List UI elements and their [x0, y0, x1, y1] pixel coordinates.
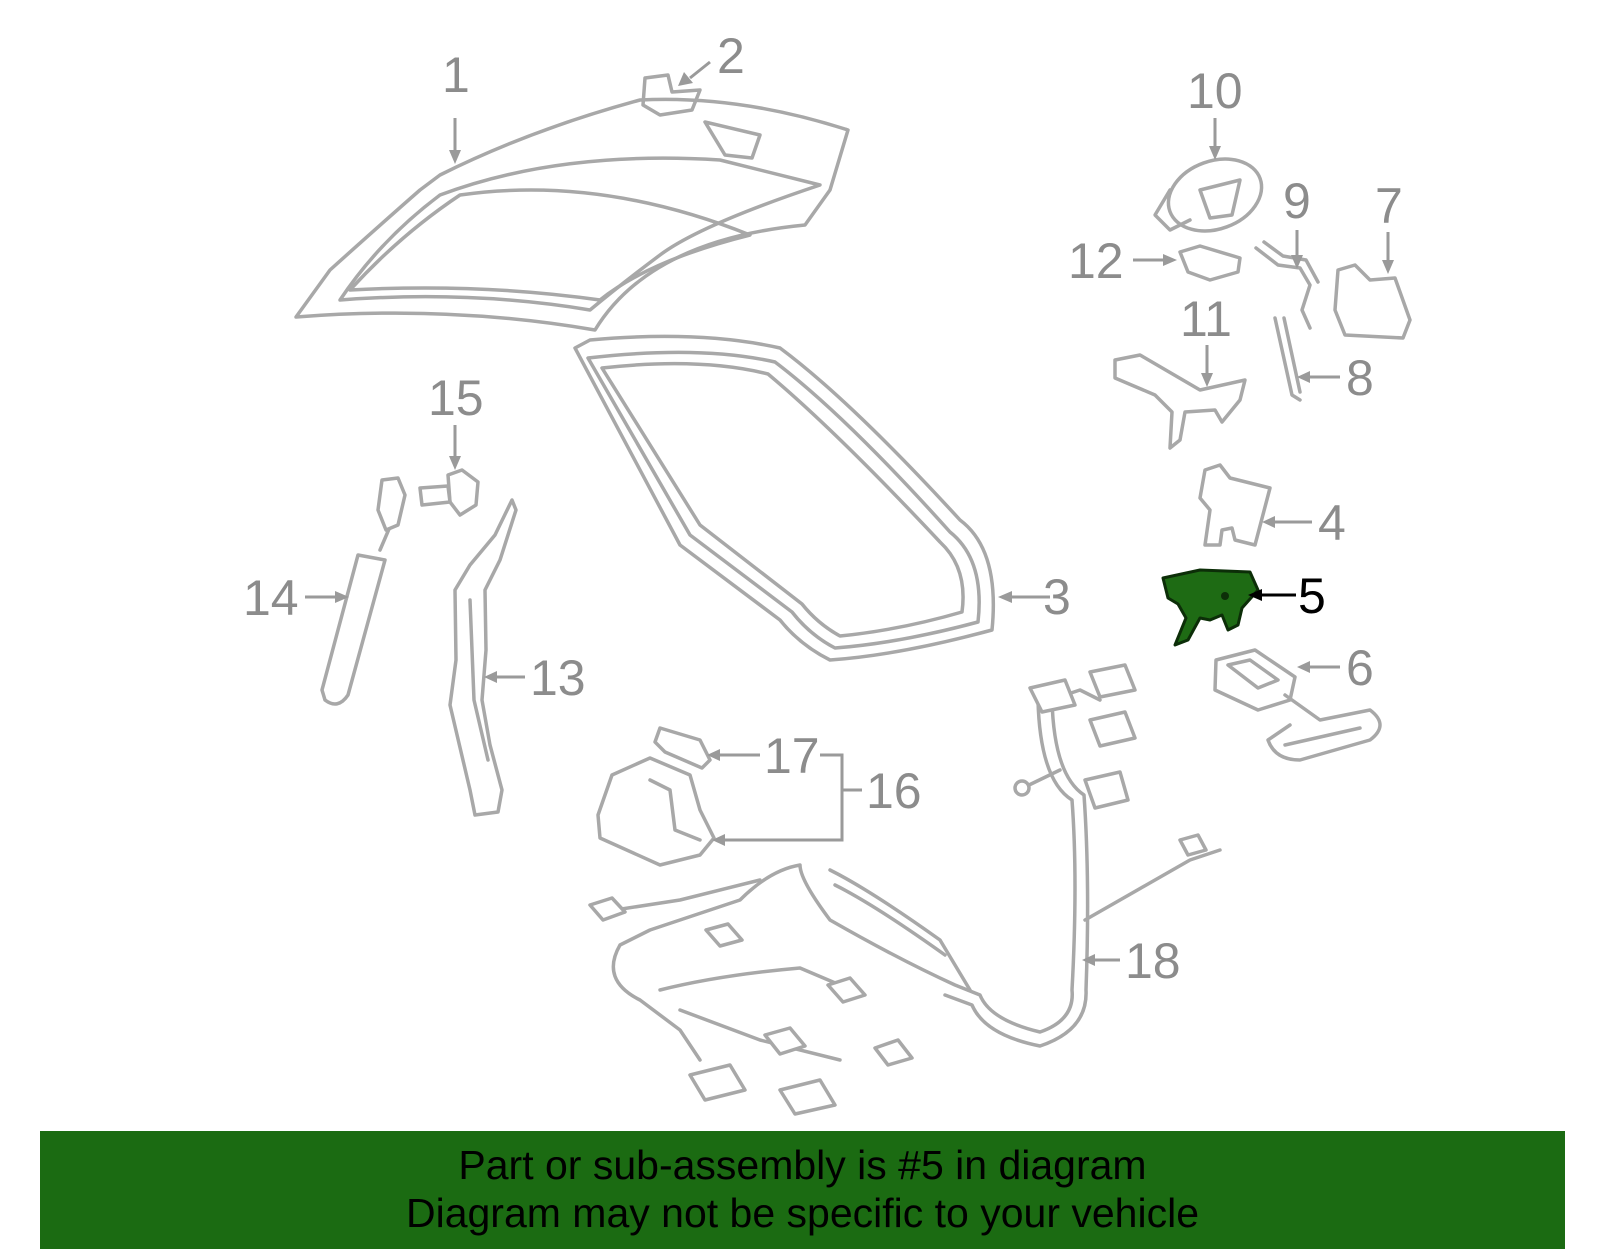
callout-10: 10: [1187, 63, 1243, 119]
part-11-bracket: [1113, 353, 1247, 450]
part-1-trunk-lid: [294, 97, 850, 332]
part-7-cover: [1333, 263, 1412, 340]
part-17-bulb: [653, 726, 712, 770]
callout-labels: 1 2 3 4 5 6 7 8 9 10 11 12 13 14 15 16 1…: [243, 28, 1403, 989]
callout-7: 7: [1375, 178, 1403, 234]
banner-line-2: Diagram may not be specific to your vehi…: [405, 1190, 1199, 1236]
banner-line-1: Part or sub-assembly is #5 in diagram: [458, 1142, 1147, 1188]
callout-1: 1: [442, 47, 470, 103]
callout-4: 4: [1318, 495, 1346, 551]
callout-11: 11: [1180, 291, 1232, 347]
part-14-gas-strut: [320, 476, 407, 706]
callout-12: 12: [1068, 233, 1124, 289]
callout-3: 3: [1043, 569, 1071, 625]
part-12-bulb: [1178, 244, 1242, 282]
callout-13: 13: [530, 650, 586, 706]
callout-18: 18: [1125, 933, 1181, 989]
part-3-seal: [573, 334, 996, 662]
callout-17: 17: [764, 728, 820, 784]
callout-16: 16: [866, 763, 922, 819]
callout-2: 2: [717, 28, 745, 84]
part-8-rod: [1273, 316, 1302, 402]
info-banner: Part or sub-assembly is #5 in diagram Di…: [40, 1131, 1565, 1249]
part-6-handle: [1213, 648, 1382, 762]
part-18-wiring-harness: [588, 663, 1222, 1116]
part-9-rod: [1254, 240, 1320, 330]
callout-15: 15: [428, 370, 484, 426]
part-2-clip: [641, 73, 702, 117]
callout-14: 14: [243, 570, 299, 626]
leader-lines: [305, 60, 1394, 966]
part-13-hinge: [448, 498, 518, 817]
callout-5: 5: [1298, 568, 1326, 624]
callout-9: 9: [1283, 173, 1311, 229]
part-4-bracket: [1198, 463, 1272, 547]
part-10-emblem: [1153, 157, 1264, 233]
callout-6: 6: [1346, 640, 1374, 696]
part-15-pivot: [418, 468, 480, 517]
callout-8: 8: [1346, 350, 1374, 406]
part-16-lamp-housing: [596, 756, 716, 867]
part-5-latch-highlighted: [1161, 568, 1260, 647]
